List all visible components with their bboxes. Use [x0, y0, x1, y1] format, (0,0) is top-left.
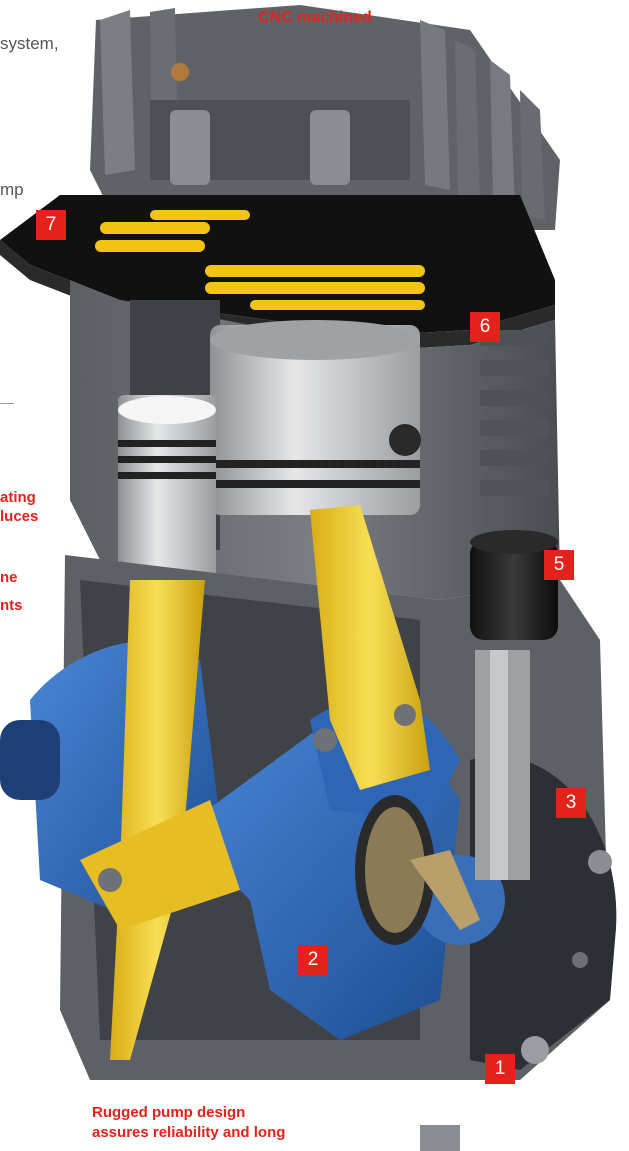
connecting-rods	[80, 505, 430, 1060]
caption-cnc-machined: CNC machined	[258, 9, 372, 26]
cut-red-nts: nts	[0, 597, 23, 614]
cut-red-ating: ating	[0, 489, 36, 506]
caption-rugged-design-line2: assures reliability and long	[92, 1124, 286, 1141]
callout-badge-1: 1	[485, 1054, 515, 1084]
callout-badge-3: 3	[556, 788, 586, 818]
relief-valve	[470, 530, 558, 880]
callout-badge-6: 6	[470, 312, 500, 342]
cylinder-head	[90, 5, 560, 230]
callout-badge-5: 5	[544, 550, 574, 580]
pistons	[118, 320, 421, 585]
cut-divider	[0, 403, 14, 404]
seal-disc	[355, 795, 480, 945]
cut-red-luces: luces	[0, 508, 39, 525]
callout-badge-2: 2	[298, 945, 328, 975]
cut-red-ne: ne	[0, 569, 18, 586]
cut-text-mp: mp	[0, 180, 24, 199]
callout-badge-7: 7	[36, 210, 66, 240]
cut-text-system: system,	[0, 34, 59, 53]
caption-rugged-design-line1: Rugged pump design	[92, 1104, 246, 1121]
